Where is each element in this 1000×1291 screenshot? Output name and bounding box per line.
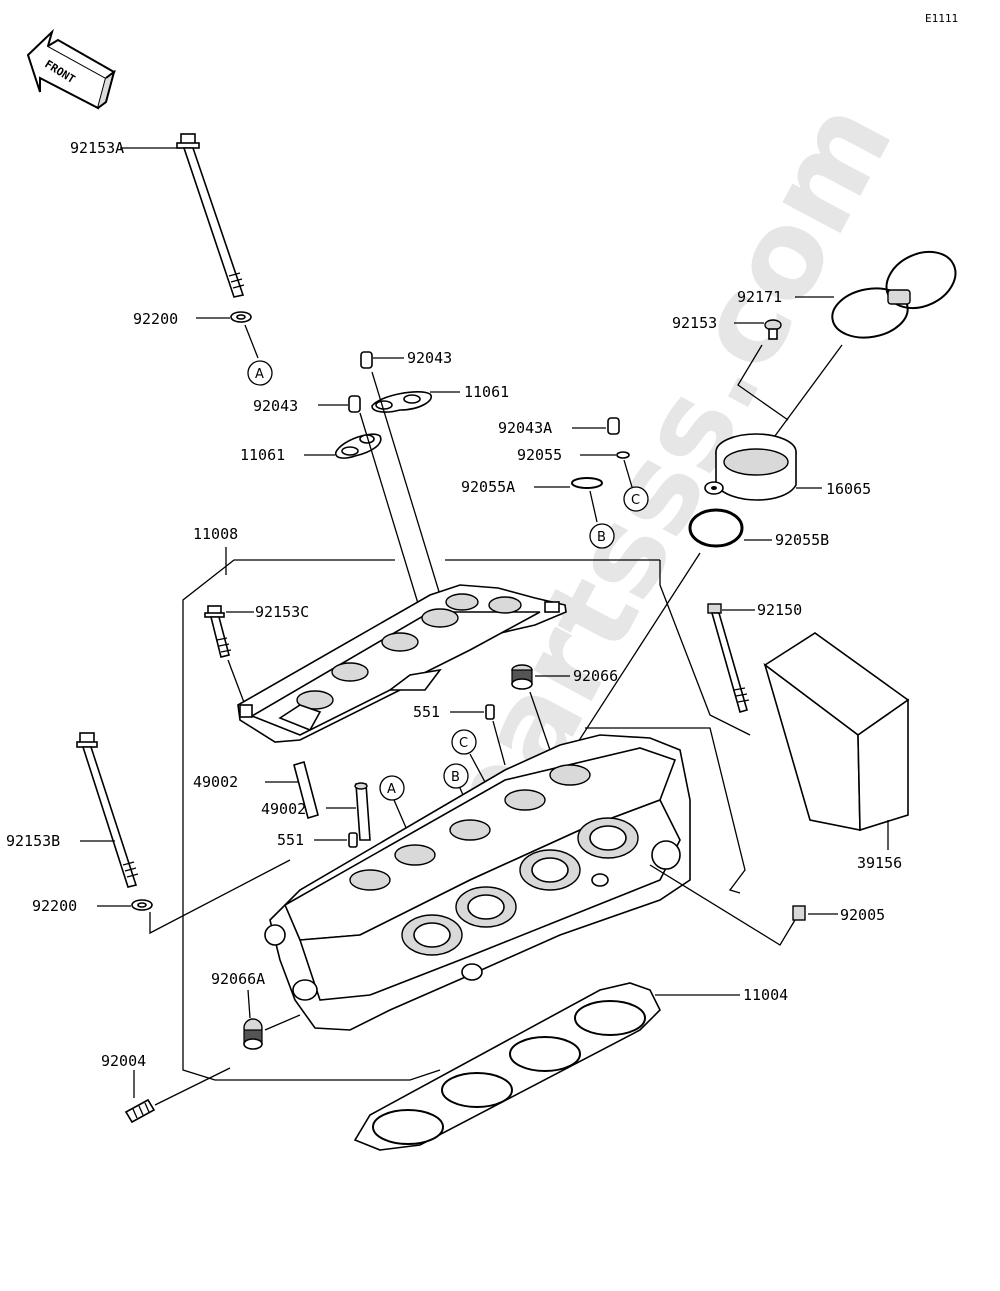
- callout-b-top: B: [589, 523, 615, 549]
- gasket-11061-left: [304, 433, 382, 459]
- label-92005: 92005: [840, 906, 885, 924]
- dowel-92043-top: [360, 351, 404, 369]
- label-49002-bot: 49002: [261, 800, 306, 818]
- guide-49002-top: [265, 760, 319, 820]
- dowel-551-top: [450, 704, 506, 766]
- cylinder-head: [264, 734, 691, 1031]
- label-39156: 39156: [857, 854, 902, 872]
- label-92055: 92055: [517, 446, 562, 464]
- label-49002-top: 49002: [193, 773, 238, 791]
- label-551-bot: 551: [277, 831, 304, 849]
- oring-92055: [580, 451, 633, 488]
- screw-92153: [734, 319, 789, 421]
- label-92153C: 92153C: [255, 603, 309, 621]
- bracket-11008-lines: [182, 547, 751, 1040]
- label-92066: 92066: [573, 667, 618, 685]
- bracket-right-lines: [585, 727, 746, 894]
- svg-text:A: A: [387, 782, 396, 797]
- label-92066A: 92066A: [211, 970, 265, 988]
- svg-text:B: B: [597, 530, 606, 545]
- washer-92200-bot: [97, 859, 291, 935]
- label-92055A: 92055A: [461, 478, 515, 496]
- callout-c-top: C: [623, 486, 649, 512]
- label-92004: 92004: [101, 1052, 146, 1070]
- label-92200-bot: 92200: [32, 897, 77, 915]
- svg-text:C: C: [631, 493, 640, 508]
- svg-text:B: B: [451, 770, 460, 785]
- seal-92066: [511, 664, 570, 751]
- label-551-top: 551: [413, 703, 440, 721]
- dowel-551-bot: [314, 832, 358, 848]
- bolt-92153B: [76, 732, 139, 888]
- dowel-92043-mid: [318, 395, 361, 413]
- bolt-92153A: [120, 133, 245, 298]
- label-11004: 11004: [743, 986, 788, 1004]
- gasket-11004: [353, 982, 740, 1151]
- label-92055B: 92055B: [775, 531, 829, 549]
- label-92171: 92171: [737, 288, 782, 306]
- label-92043-top: 92043: [407, 349, 452, 367]
- guide-49002-bot: [326, 782, 371, 841]
- svg-text:A: A: [255, 367, 264, 382]
- label-16065: 16065: [826, 480, 871, 498]
- label-92200-top: 92200: [133, 310, 178, 328]
- clamp-92171: [795, 250, 957, 339]
- oring-92055B: [559, 508, 772, 771]
- plug-92005: [649, 864, 838, 946]
- label-92153B: 92153B: [6, 832, 60, 850]
- label-92150: 92150: [757, 601, 802, 619]
- bracket-bottom-lines: [182, 1040, 441, 1081]
- figure-id: E1111: [925, 12, 958, 25]
- camshaft-cap-assembly: [237, 584, 567, 743]
- seal-92066A: [243, 989, 301, 1050]
- label-11008: 11008: [193, 525, 238, 543]
- guide-line-1: [371, 371, 441, 596]
- stud-92004: [124, 1067, 231, 1124]
- washer-92200-top: [196, 311, 259, 359]
- box-39156: [763, 632, 910, 850]
- gasket-11061-right: [371, 391, 460, 413]
- front-arrow-icon: FRONT: [26, 28, 116, 110]
- bolt-92150: [707, 603, 755, 713]
- svg-text:C: C: [459, 736, 468, 751]
- label-92043-mid: 92043: [253, 397, 298, 415]
- label-11061-right: 11061: [464, 383, 509, 401]
- label-92153: 92153: [672, 314, 717, 332]
- label-11061-left: 11061: [240, 446, 285, 464]
- label-92043A: 92043A: [498, 419, 552, 437]
- callout-a-top: A: [247, 360, 273, 386]
- clamp-guide-line: [771, 344, 843, 441]
- label-92153A: 92153A: [70, 139, 124, 157]
- holder-16065: [704, 433, 822, 501]
- guide-line-2: [359, 412, 421, 611]
- dowel-92043A: [572, 417, 620, 435]
- oring-92055A: [534, 477, 603, 523]
- bolt-92153C: [204, 605, 254, 706]
